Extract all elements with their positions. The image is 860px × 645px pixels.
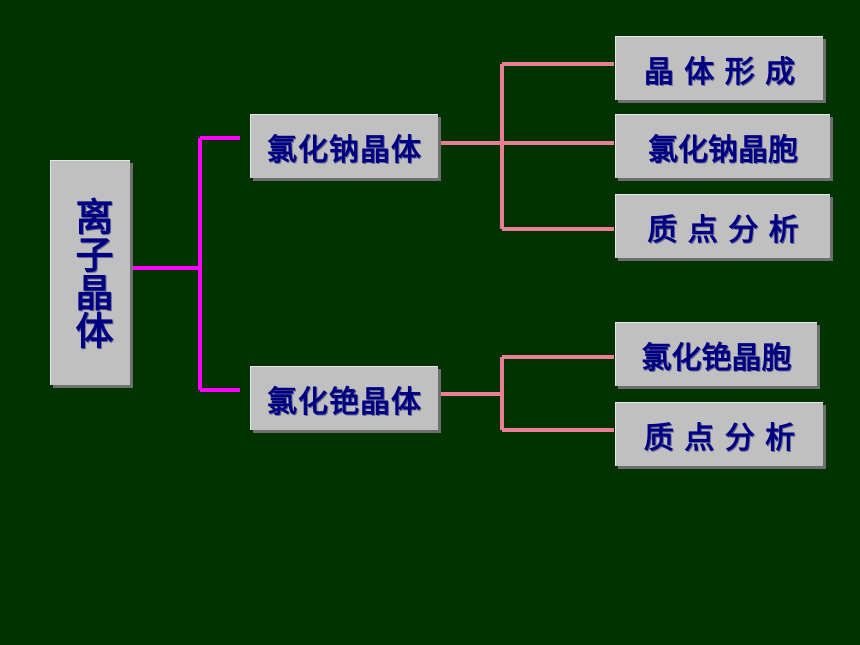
leaf-node-label: 质 点 分 析 xyxy=(643,420,796,456)
leaf-node-label: 氯化铯晶胞 xyxy=(641,340,792,376)
root-connector xyxy=(130,136,240,392)
leaf-node-particle-analysis-1: 质 点 分 析 xyxy=(615,194,830,258)
leaf-node-particle-analysis-2: 质 点 分 析 xyxy=(615,402,823,466)
branch-node-label: 氯化钠晶体 xyxy=(267,132,422,168)
branch-node-label: 氯化铯晶体 xyxy=(267,384,422,420)
root-node-label: 离子晶体 xyxy=(69,197,113,349)
leaf-node-nacl-unit-cell: 氯化钠晶胞 xyxy=(615,114,830,178)
leaf-node-cscl-unit-cell: 氯化铯晶胞 xyxy=(615,322,817,386)
leaf-node-label: 氯化钠晶胞 xyxy=(648,132,798,168)
root-node: 离子晶体 xyxy=(50,160,130,385)
branch-1-connector xyxy=(438,62,614,231)
leaf-node-label: 晶 体 形 成 xyxy=(643,54,796,90)
branch-node-cscl: 氯化铯晶体 xyxy=(250,366,438,430)
branch-2-connector xyxy=(438,355,614,432)
leaf-node-crystal-formation: 晶 体 形 成 xyxy=(615,36,823,100)
branch-node-nacl: 氯化钠晶体 xyxy=(250,114,438,178)
leaf-node-label: 质 点 分 析 xyxy=(647,212,799,248)
